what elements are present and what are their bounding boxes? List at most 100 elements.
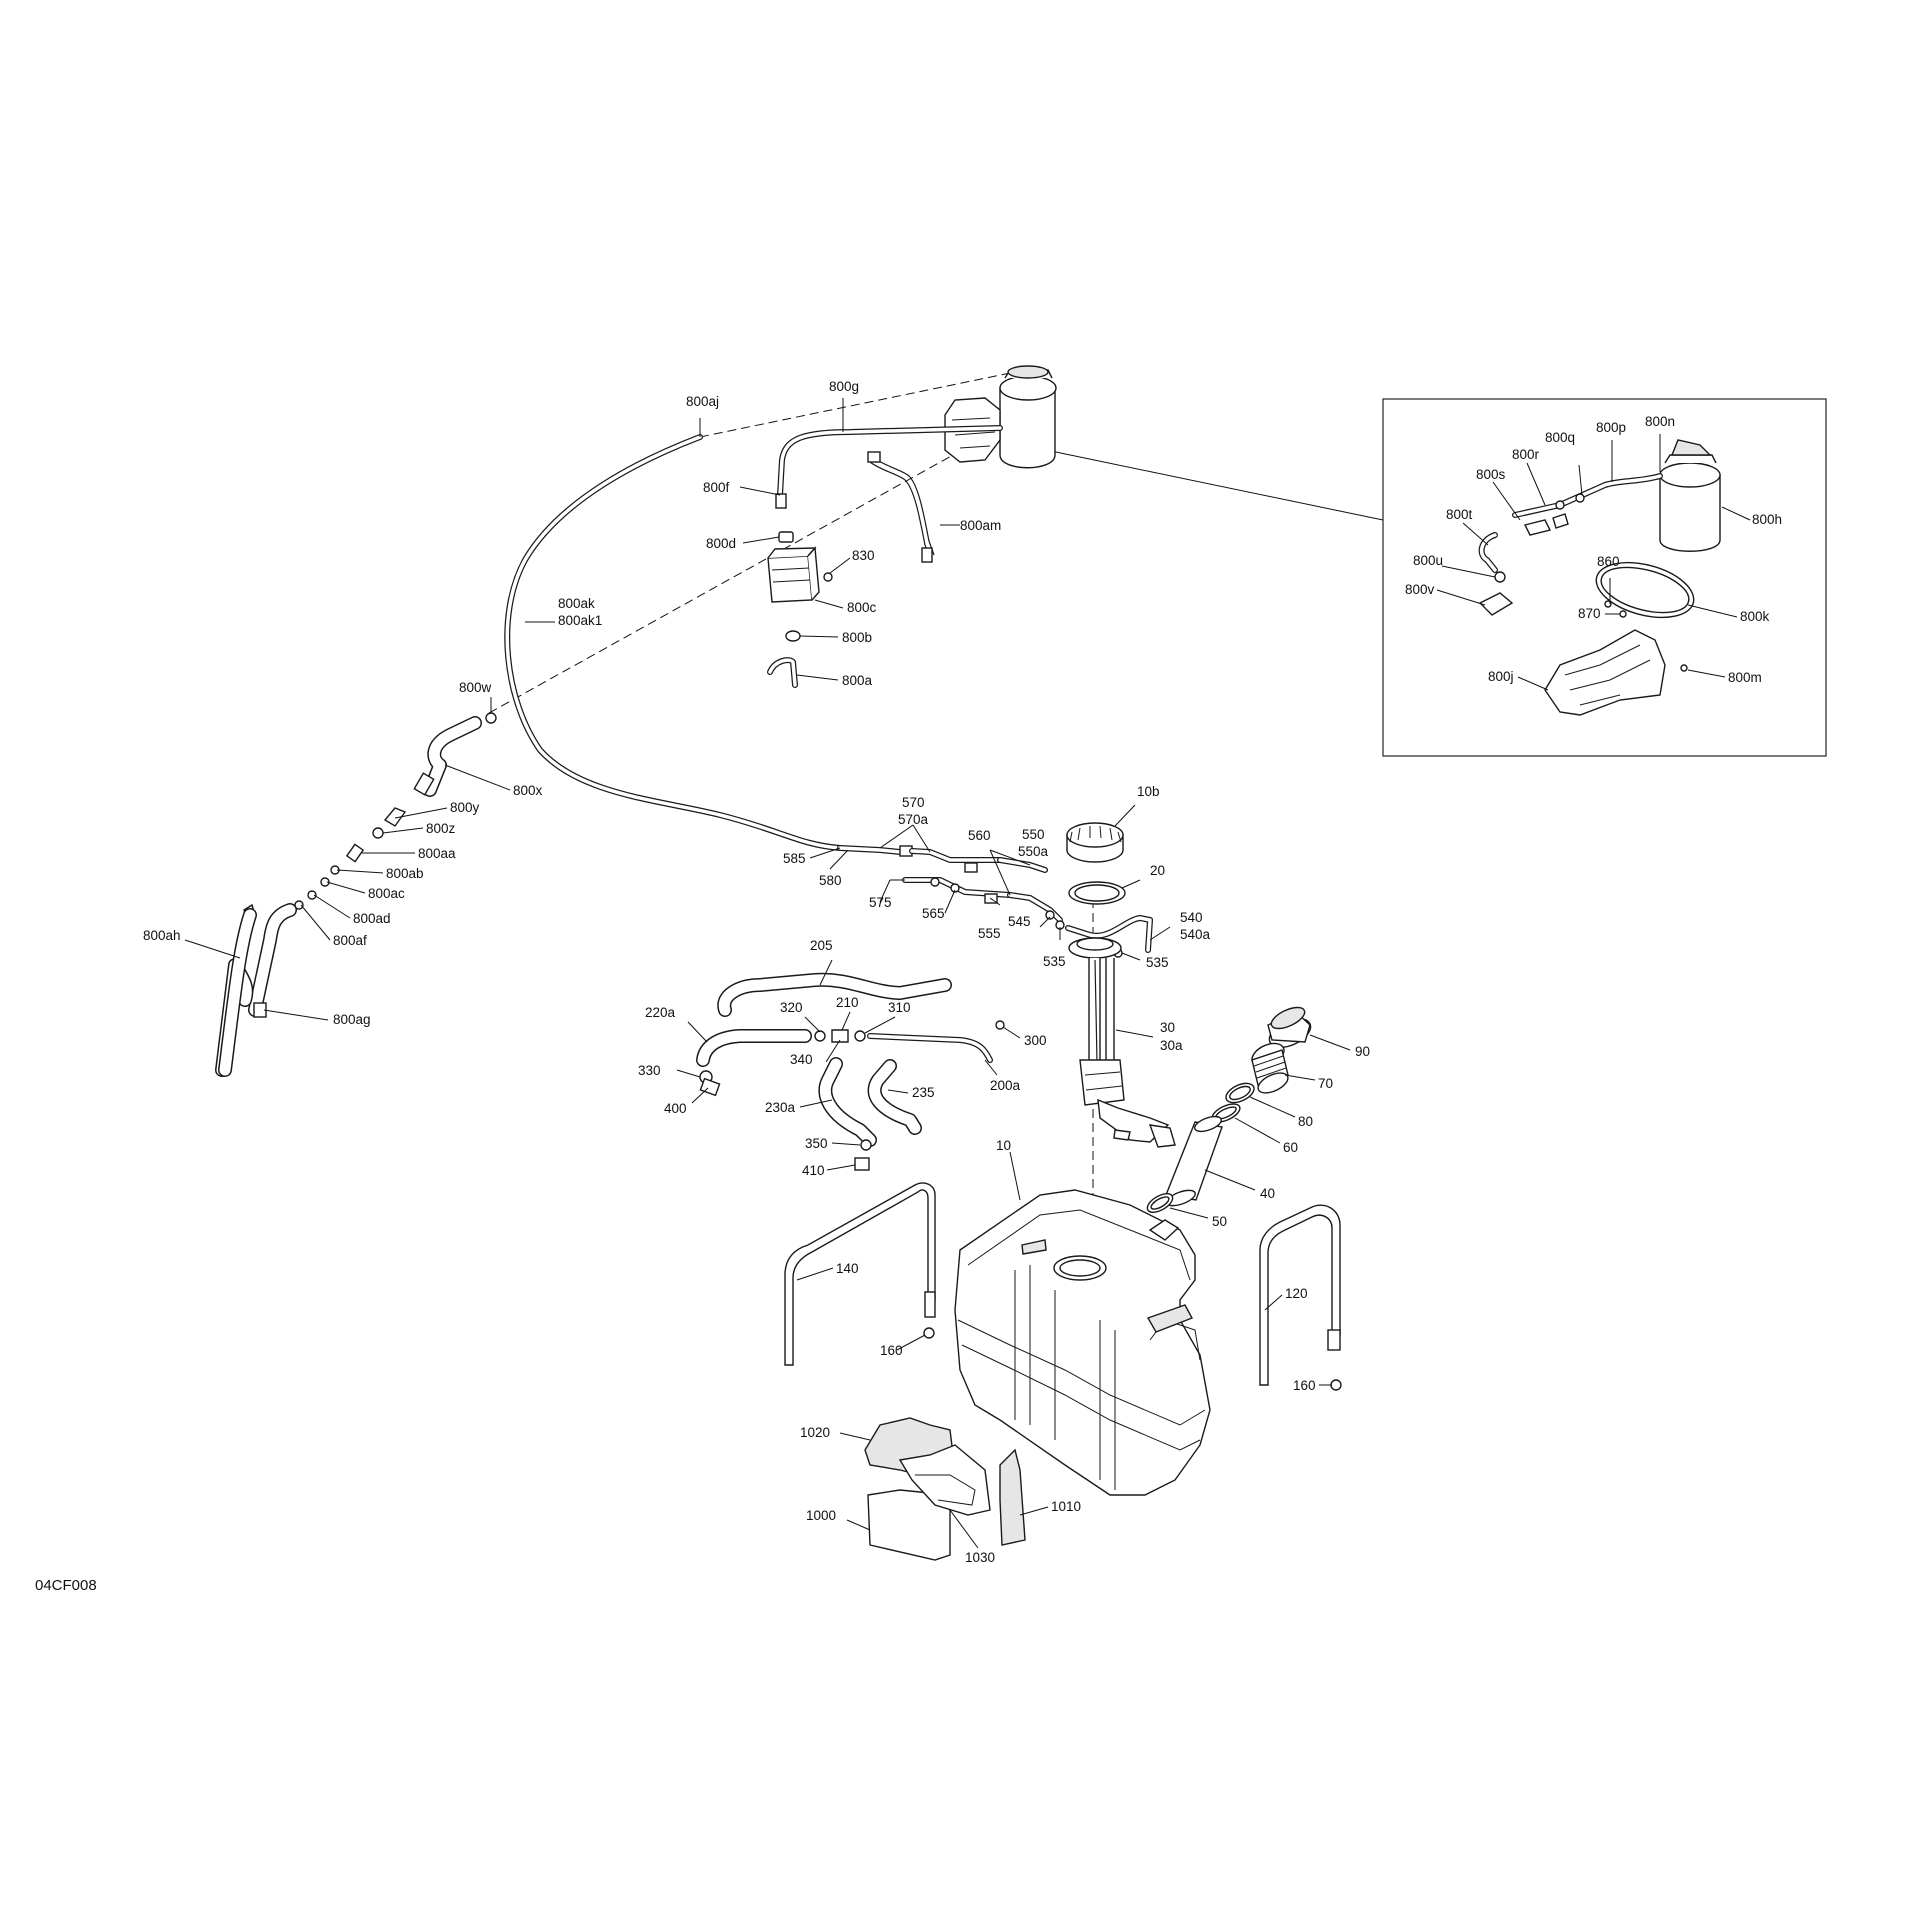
callout-535b: 535 <box>1146 955 1169 970</box>
left-vent-hose-chain <box>215 712 497 1077</box>
callout-330: 330 <box>638 1063 661 1078</box>
callout-800aa: 800aa <box>418 846 456 861</box>
canister-detail-inset <box>1050 398 1827 757</box>
fuel-tank <box>954 1189 1211 1496</box>
callout-400: 400 <box>664 1101 687 1116</box>
callout-800n: 800n <box>1645 414 1675 429</box>
callout-800af: 800af <box>333 933 367 948</box>
callout-800ak1: 800ak1 <box>558 613 602 628</box>
callout-800ab: 800ab <box>386 866 424 881</box>
callout-800ak: 800ak <box>558 596 595 611</box>
callout-60: 60 <box>1283 1140 1298 1155</box>
callout-1010: 1010 <box>1051 1499 1081 1514</box>
filler-neck-components <box>1146 1006 1312 1213</box>
callout-800p: 800p <box>1596 420 1626 435</box>
callout-570a: 570a <box>898 812 929 827</box>
callout-565: 565 <box>922 906 945 921</box>
callout-800f: 800f <box>703 480 730 495</box>
leader-lines <box>184 398 1751 1549</box>
callout-160-right: 160 <box>1293 1378 1316 1393</box>
callout-800g: 800g <box>829 379 859 394</box>
callout-540a: 540a <box>1180 927 1211 942</box>
callout-1020: 1020 <box>800 1425 830 1440</box>
callout-50: 50 <box>1212 1214 1227 1229</box>
callout-80: 80 <box>1298 1114 1313 1129</box>
callout-800t: 800t <box>1446 507 1473 522</box>
callout-535a: 535 <box>1043 954 1066 969</box>
figure-code: 04CF008 <box>35 1577 97 1594</box>
callout-90: 90 <box>1355 1044 1370 1059</box>
callout-800a: 800a <box>842 673 873 688</box>
callout-800d: 800d <box>706 536 736 551</box>
vent-line-800ak <box>504 434 843 851</box>
callout-800q: 800q <box>1545 430 1575 445</box>
callout-545: 545 <box>1008 914 1031 929</box>
callout-540: 540 <box>1180 910 1203 925</box>
fuel-pump-module <box>1068 937 1176 1148</box>
callout-550a: 550a <box>1018 844 1049 859</box>
callout-40: 40 <box>1260 1186 1275 1201</box>
callout-870: 870 <box>1578 606 1601 621</box>
callout-200a: 200a <box>990 1078 1021 1093</box>
callout-800h: 800h <box>1752 512 1782 527</box>
callout-20: 20 <box>1150 863 1165 878</box>
callout-310: 310 <box>888 1000 911 1015</box>
callout-575: 575 <box>869 895 892 910</box>
callout-210: 210 <box>836 995 859 1010</box>
callout-10: 10 <box>996 1138 1011 1153</box>
callout-830: 830 <box>852 548 875 563</box>
callout-220a: 220a <box>645 1005 676 1020</box>
callout-800k: 800k <box>1740 609 1770 624</box>
callout-800ah: 800ah <box>143 928 181 943</box>
callout-120: 120 <box>1285 1286 1308 1301</box>
callout-230a: 230a <box>765 1100 796 1115</box>
callout-350: 350 <box>805 1136 828 1151</box>
callout-30: 30 <box>1160 1020 1175 1035</box>
callout-800w: 800w <box>459 680 492 695</box>
callout-340: 340 <box>790 1052 813 1067</box>
callout-800s: 800s <box>1476 467 1506 482</box>
callout-1000: 1000 <box>806 1508 836 1523</box>
callout-860: 860 <box>1597 554 1620 569</box>
callout-800ad: 800ad <box>353 911 391 926</box>
callout-205: 205 <box>810 938 833 953</box>
lower-hoses <box>696 972 1005 1171</box>
tank-straps <box>784 1182 1342 1391</box>
callout-30a: 30a <box>1160 1038 1183 1053</box>
callout-800aj: 800aj <box>686 394 719 409</box>
callout-800m: 800m <box>1728 670 1762 685</box>
charcoal-canister-assembly <box>775 365 1057 563</box>
callout-800y: 800y <box>450 800 480 815</box>
lock-ring-and-gasket <box>1066 822 1126 905</box>
callout-800am: 800am <box>960 518 1001 533</box>
callout-800b: 800b <box>842 630 872 645</box>
callout-160-left: 160 <box>880 1343 903 1358</box>
callout-800z: 800z <box>426 821 456 836</box>
callout-800u: 800u <box>1413 553 1443 568</box>
callout-800v: 800v <box>1405 582 1435 597</box>
callout-410: 410 <box>802 1163 825 1178</box>
callout-800c: 800c <box>847 600 877 615</box>
callout-585: 585 <box>783 851 806 866</box>
callout-800j: 800j <box>1488 669 1514 684</box>
callout-320: 320 <box>780 1000 803 1015</box>
callout-800x: 800x <box>513 783 543 798</box>
callout-800r: 800r <box>1512 447 1540 462</box>
callout-70: 70 <box>1318 1076 1333 1091</box>
callout-300: 300 <box>1024 1033 1047 1048</box>
callout-550: 550 <box>1022 827 1045 842</box>
heat-shields <box>864 1417 1026 1561</box>
callout-560: 560 <box>968 828 991 843</box>
callout-800ac: 800ac <box>368 886 405 901</box>
callout-235: 235 <box>912 1085 935 1100</box>
callout-800ag: 800ag <box>333 1012 371 1027</box>
inset-parts <box>1478 439 1721 716</box>
callout-1030: 1030 <box>965 1550 995 1565</box>
callout-140: 140 <box>836 1261 859 1276</box>
callout-580: 580 <box>819 873 842 888</box>
callout-555: 555 <box>978 926 1001 941</box>
callout-labels: 800aj 800g 800f 800am 800d 830 800c 800b… <box>35 379 1782 1594</box>
vent-filter-group <box>767 531 833 688</box>
callout-10b: 10b <box>1137 784 1160 799</box>
